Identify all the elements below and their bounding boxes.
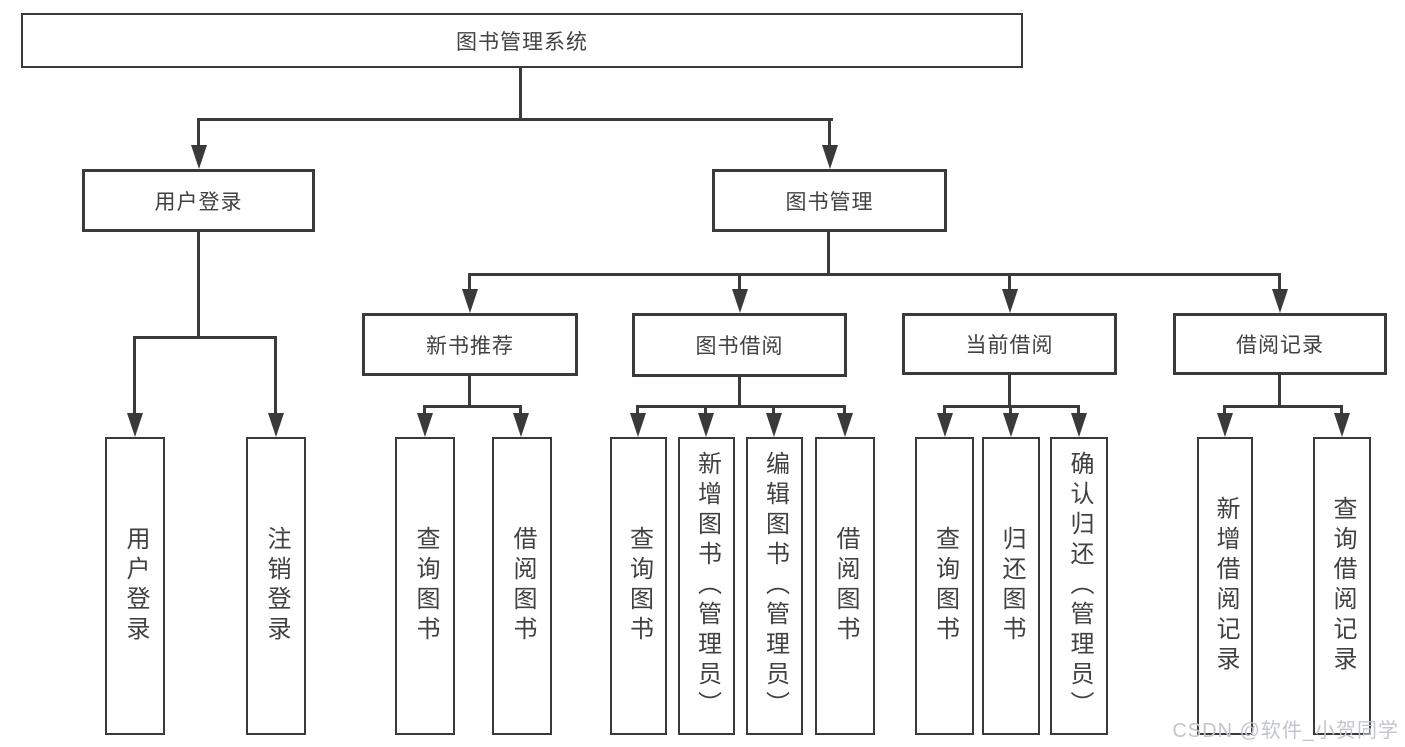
connector-line <box>1008 375 1011 408</box>
arrow-down-icon <box>191 145 207 169</box>
watermark-csdn: CSDN @软件_小贺同学 <box>1172 720 1399 742</box>
connector-line <box>197 232 200 339</box>
connector-line <box>468 273 1281 276</box>
node-user-login: 用户登录 <box>82 169 315 232</box>
node-label: 图书管理系统 <box>456 30 588 54</box>
connector-line <box>1009 405 1012 417</box>
connector-line <box>423 405 426 417</box>
node-label: 新书推荐 <box>426 334 514 358</box>
leaf-query-borrow-record: 查询借阅记录 <box>1313 437 1371 735</box>
node-book-management: 图书管理 <box>712 169 947 232</box>
leaf-label: 编辑图书（管理员） <box>761 451 789 721</box>
node-label: 用户登录 <box>154 190 243 214</box>
connector-line <box>1077 405 1080 417</box>
leaf-label: 借阅图书 <box>509 526 536 646</box>
connector-line <box>843 405 846 417</box>
arrow-down-icon <box>1272 289 1288 313</box>
node-label: 借阅记录 <box>1236 334 1324 357</box>
connector-line <box>197 118 200 147</box>
connector-line <box>738 377 741 408</box>
leaf-label: 查询图书 <box>931 526 959 646</box>
connector-line <box>772 405 775 417</box>
connector-line <box>519 405 522 417</box>
arrow-down-icon <box>513 413 529 437</box>
leaf-label: 注销登录 <box>263 526 290 646</box>
leaf-label: 确认归还（管理员） <box>1066 451 1093 721</box>
leaf-label: 新增借阅记录 <box>1212 496 1239 676</box>
arrow-down-icon <box>127 413 143 437</box>
leaf-label: 查询图书 <box>412 526 439 646</box>
node-library-management-system: 图书管理系统 <box>21 13 1023 68</box>
connector-line <box>1008 273 1011 291</box>
connector-line <box>133 336 277 339</box>
connector-line <box>197 118 833 121</box>
node-label: 图书管理 <box>785 190 874 214</box>
leaf-query-books-recommend: 查询图书 <box>395 437 455 735</box>
leaf-label: 新增图书（管理员） <box>693 451 721 721</box>
leaf-confirm-return-admin: 确认归还（管理员） <box>1050 437 1108 735</box>
connector-line <box>827 232 830 276</box>
arrow-down-icon <box>1003 413 1019 437</box>
leaf-query-books-current: 查询图书 <box>915 437 974 735</box>
leaf-add-book-admin: 新增图书（管理员） <box>678 437 735 735</box>
arrow-down-icon <box>1334 413 1350 437</box>
connector-line <box>1278 375 1281 408</box>
leaf-borrow-books: 借阅图书 <box>815 437 875 735</box>
leaf-label: 借阅图书 <box>832 526 859 646</box>
connector-line <box>1278 273 1281 291</box>
arrow-down-icon <box>462 289 478 313</box>
connector-line <box>423 405 522 408</box>
arrow-down-icon <box>630 413 646 437</box>
leaf-add-borrow-record: 新增借阅记录 <box>1197 437 1253 735</box>
arrow-down-icon <box>732 289 748 313</box>
connector-line <box>468 376 471 408</box>
arrow-down-icon <box>766 413 782 437</box>
leaf-label: 用户登录 <box>122 526 149 646</box>
arrow-down-icon <box>822 145 838 169</box>
connector-line <box>636 405 639 417</box>
arrow-down-icon <box>837 413 853 437</box>
arrow-down-icon <box>417 413 433 437</box>
node-label: 图书借阅 <box>695 335 784 358</box>
arrow-down-icon <box>1002 289 1018 313</box>
connector-line <box>1223 405 1343 408</box>
connector-line <box>704 405 707 417</box>
connector-line <box>943 405 946 417</box>
leaf-label: 归还图书 <box>998 526 1025 646</box>
node-book-borrowing: 图书借阅 <box>632 313 847 377</box>
connector-line <box>274 336 277 415</box>
leaf-logout: 注销登录 <box>246 437 306 735</box>
node-borrowing-records: 借阅记录 <box>1173 313 1387 375</box>
node-label: 当前借阅 <box>965 334 1054 357</box>
arrow-down-icon <box>1071 413 1087 437</box>
arrow-down-icon <box>698 413 714 437</box>
leaf-label: 查询图书 <box>625 526 653 646</box>
arrow-down-icon <box>268 413 284 437</box>
leaf-user-login: 用户登录 <box>105 437 165 735</box>
leaf-edit-book-admin: 编辑图书（管理员） <box>746 437 803 735</box>
connector-line <box>133 336 136 415</box>
connector-line <box>738 273 741 291</box>
node-new-book-recommendation: 新书推荐 <box>362 313 578 376</box>
arrow-down-icon <box>1217 413 1233 437</box>
leaf-label: 查询借阅记录 <box>1329 496 1356 676</box>
connector-line <box>1223 405 1226 417</box>
leaf-query-books-borrowing: 查询图书 <box>610 437 667 735</box>
leaf-borrow-books-recommend: 借阅图书 <box>492 437 552 735</box>
connector-line <box>828 118 831 147</box>
connector-line <box>519 68 522 120</box>
connector-line <box>636 405 846 408</box>
leaf-return-books: 归还图书 <box>982 437 1040 735</box>
node-current-borrowing: 当前借阅 <box>902 313 1117 375</box>
arrow-down-icon <box>937 413 953 437</box>
connector-line <box>1340 405 1343 417</box>
connector-line <box>468 273 471 291</box>
